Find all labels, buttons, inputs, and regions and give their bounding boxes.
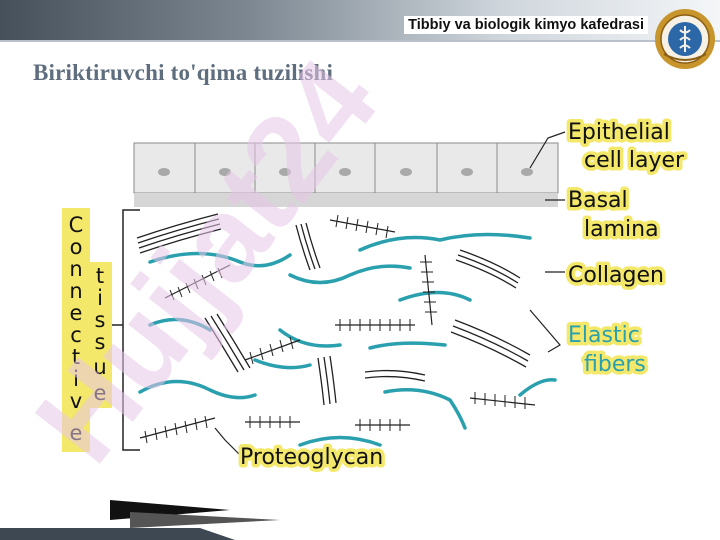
- tissue-letter: s: [95, 308, 106, 332]
- university-seal-icon: [655, 9, 715, 69]
- connective-vertical-label: C o n n e c t i v e: [62, 208, 90, 452]
- proteoglycan-molecules: [139, 214, 536, 444]
- connective-tissue-area: [132, 208, 560, 458]
- label-proteoglycan: Proteoglycan: [240, 445, 383, 470]
- connective-letter: e: [70, 421, 83, 445]
- elastic-fibers: [138, 232, 557, 447]
- epithelial-cell-layer: [133, 142, 559, 207]
- connective-letter: C: [69, 213, 84, 237]
- footer-decoration: [0, 500, 280, 540]
- header-stripe: [0, 40, 720, 42]
- label-epithelial: Epithelial: [568, 120, 670, 145]
- label-fibers: fibers: [584, 352, 646, 377]
- tissue-letter: t: [96, 264, 104, 288]
- label-leader-lines: [214, 131, 566, 456]
- tissue-letter: i: [97, 286, 103, 310]
- label-collagen: Collagen: [568, 263, 664, 288]
- label-lamina: lamina: [584, 217, 659, 242]
- connective-letter: n: [69, 257, 82, 281]
- department-name: Tibbiy va biologik kimyo kafedrasi: [404, 16, 648, 34]
- connective-letter: o: [70, 235, 83, 259]
- connective-letter: i: [73, 367, 79, 391]
- collagen-fibers: [136, 213, 531, 406]
- connective-letter: e: [70, 301, 83, 325]
- connective-letter: t: [72, 345, 80, 369]
- tissue-bracket: [112, 209, 140, 451]
- tissue-letter: s: [95, 330, 106, 354]
- tissue-vertical-label: t i s s u e: [88, 261, 112, 408]
- connective-letter: v: [70, 389, 82, 413]
- connective-letter: n: [69, 279, 82, 303]
- tissue-letter: u: [93, 355, 106, 379]
- slide-title: Biriktiruvchi to'qima tuzilishi: [33, 60, 334, 85]
- label-basal: Basal: [568, 188, 628, 213]
- connective-letter: c: [70, 323, 82, 347]
- label-elastic: Elastic: [568, 323, 640, 348]
- tissue-letter: e: [94, 381, 107, 405]
- label-cell-layer: cell layer: [584, 148, 685, 173]
